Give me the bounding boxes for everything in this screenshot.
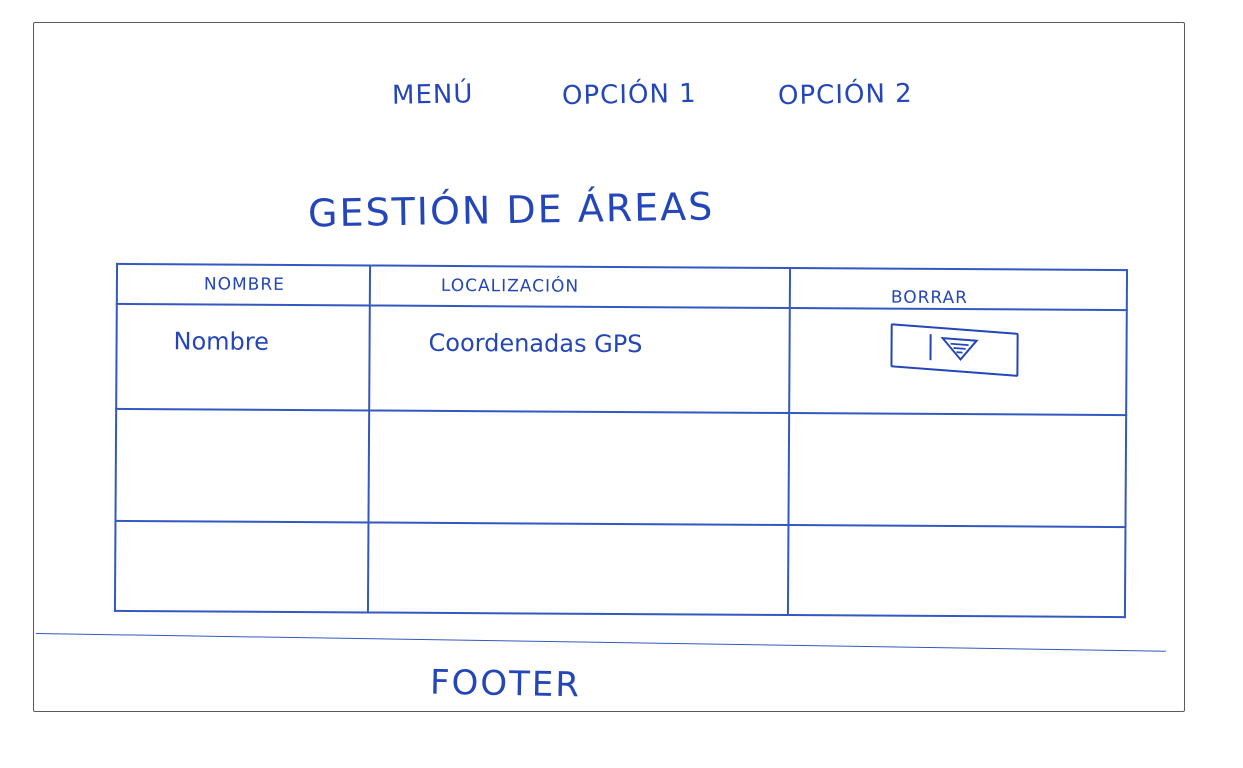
nav-item-menu[interactable]: MENÚ: [391, 79, 474, 111]
cell-location: Coordenadas GPS: [369, 305, 790, 414]
top-navigation: MENÚ OPCIÓN 1 OPCIÓN 2: [0, 78, 1243, 120]
area-name: Nombre: [173, 327, 270, 356]
nav-item-option-1[interactable]: OPCIÓN 1: [561, 78, 697, 112]
cell-location: [368, 410, 790, 526]
table-header-row: NOMBRE LOCALIZACIÓN BORRAR: [116, 263, 1128, 311]
cell-location: [367, 522, 789, 616]
table-row: [115, 408, 1127, 528]
footer: FOOTER: [429, 662, 582, 706]
cell-delete: [788, 413, 1127, 528]
delete-button[interactable]: [890, 323, 1019, 377]
table-row: Nombre Coordenadas GPS: [116, 303, 1127, 416]
area-location: Coordenadas GPS: [428, 328, 643, 359]
areas-table-container: NOMBRE LOCALIZACIÓN BORRAR Nombre Coorde…: [114, 263, 1128, 618]
column-header-delete-label: BORRAR: [890, 287, 969, 309]
page-frame: [33, 22, 1185, 712]
column-header-name: NOMBRE: [116, 263, 371, 306]
cell-delete: [787, 525, 1126, 618]
column-header-name-label: NOMBRE: [203, 274, 285, 295]
column-header-location-label: LOCALIZACIÓN: [440, 275, 580, 297]
table-row: [114, 520, 1126, 618]
areas-table: NOMBRE LOCALIZACIÓN BORRAR Nombre Coorde…: [114, 263, 1128, 618]
nav-item-option-2[interactable]: OPCIÓN 2: [777, 78, 913, 112]
page-title: GESTIÓN DE ÁREAS: [307, 184, 715, 236]
cell-name: [114, 520, 369, 613]
column-header-location: LOCALIZACIÓN: [369, 265, 791, 309]
cell-name: Nombre: [116, 303, 370, 411]
trash-icon: [924, 330, 984, 370]
cell-delete: [789, 308, 1127, 416]
column-header-delete: BORRAR: [789, 268, 1128, 311]
cell-name: [115, 408, 370, 523]
